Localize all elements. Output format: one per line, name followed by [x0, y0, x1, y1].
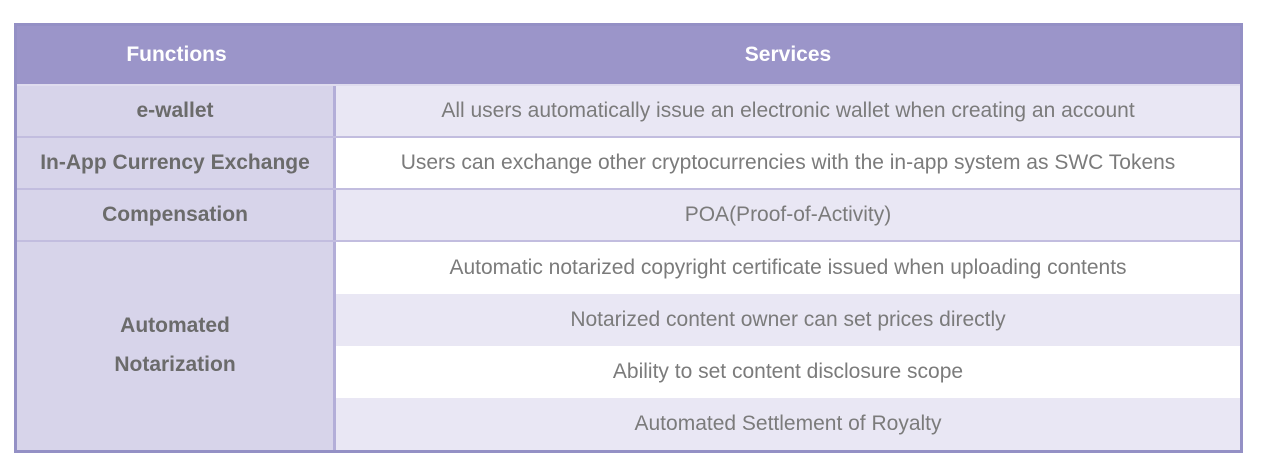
service-cell: Automated Settlement of Royalty [336, 398, 1240, 450]
table-header-services: Services [744, 43, 832, 66]
service-cell: POA(Proof-of-Activity) [336, 190, 1240, 240]
table-row-automated-notarization: Automated Notarization Automatic notariz… [17, 242, 1240, 450]
table-row-e-wallet: e-wallet All users automatically issue a… [17, 86, 1240, 138]
function-cell: e-wallet [17, 86, 336, 136]
service-cell: Automatic notarized copyright certificat… [336, 242, 1240, 294]
service-cell: All users automatically issue an electro… [336, 86, 1240, 136]
function-cell-merged: Automated Notarization [17, 242, 336, 450]
function-cell: In-App Currency Exchange [17, 138, 336, 188]
table-row-in-app-currency-exchange: In-App Currency Exchange Users can excha… [17, 138, 1240, 190]
table-header-row: Functions Services [17, 26, 1240, 86]
table-header-functions: Functions [126, 43, 227, 66]
service-cell: Notarized content owner can set prices d… [336, 294, 1240, 346]
function-cell: Compensation [17, 190, 336, 240]
service-cell: Users can exchange other cryptocurrencie… [336, 138, 1240, 188]
service-subrows: Automatic notarized copyright certificat… [336, 242, 1240, 450]
table-row-compensation: Compensation POA(Proof-of-Activity) [17, 190, 1240, 242]
service-cell: Ability to set content disclosure scope [336, 346, 1240, 398]
functions-services-table: Functions Services e-wallet All users au… [14, 23, 1243, 453]
